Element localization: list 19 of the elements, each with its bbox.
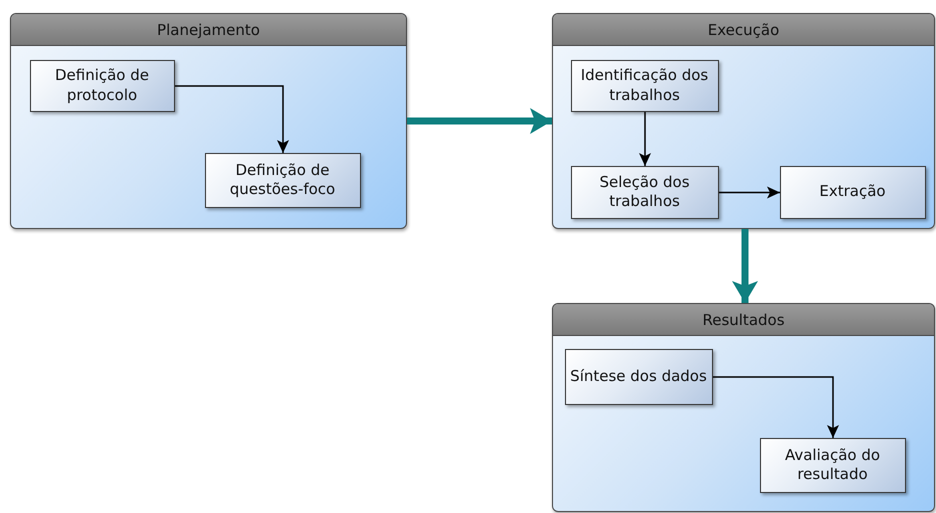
arrow bbox=[719, 186, 780, 198]
phase-panel bbox=[552, 13, 935, 229]
process-box: Identificação dos trabalhos bbox=[570, 60, 718, 112]
arrow bbox=[732, 229, 758, 303]
process-box: Definição de questões-foco bbox=[204, 152, 360, 208]
phase-panel bbox=[10, 13, 407, 229]
phase-panel bbox=[552, 303, 935, 512]
process-box: Seleção dos trabalhos bbox=[570, 166, 718, 218]
arrow bbox=[713, 376, 839, 438]
arrow bbox=[639, 112, 651, 166]
arrow bbox=[407, 108, 552, 134]
process-box: Definição de protocolo bbox=[30, 60, 174, 112]
process-box: Síntese dos dados bbox=[564, 348, 712, 404]
panel-header: Execução bbox=[553, 14, 934, 46]
process-box: Avaliação do resultado bbox=[760, 438, 906, 492]
panel-header: Resultados bbox=[553, 304, 934, 336]
panel-header: Planejamento bbox=[11, 14, 406, 46]
arrow bbox=[175, 85, 289, 153]
process-box: Extração bbox=[780, 166, 926, 218]
